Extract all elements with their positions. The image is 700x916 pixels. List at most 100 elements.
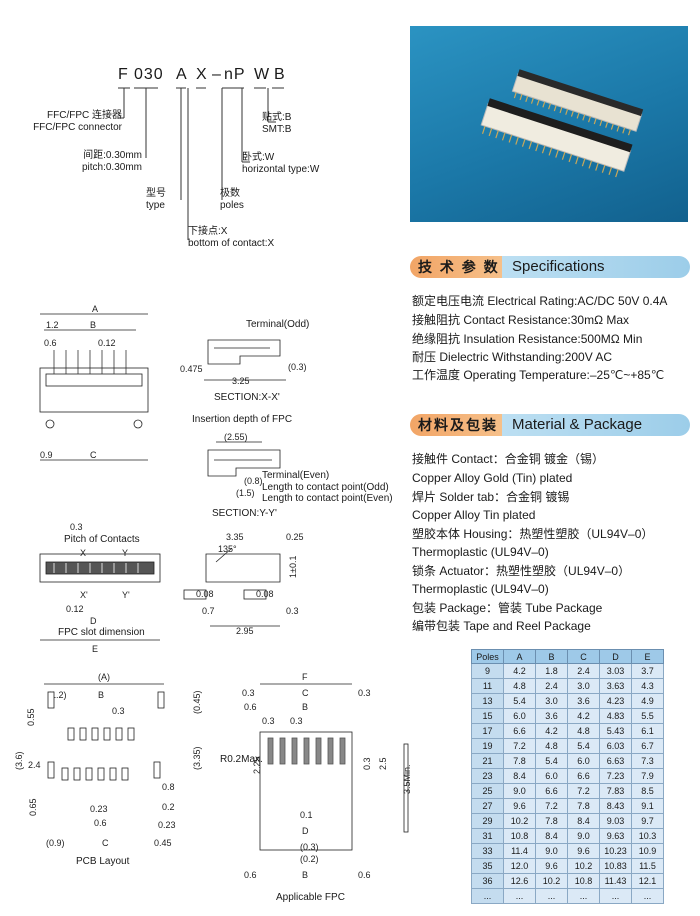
table-cell: 6.6 bbox=[535, 783, 568, 799]
label-horizontal-cn: 卧式:W bbox=[242, 152, 275, 163]
svg-text:0.08: 0.08 bbox=[196, 589, 214, 599]
svg-text:0.3: 0.3 bbox=[262, 716, 275, 726]
table-cell: 7.8 bbox=[503, 753, 536, 769]
label-len-even: Length to contact point(Even) bbox=[262, 493, 393, 504]
table-cell: 8.43 bbox=[599, 798, 632, 814]
table-cell: 4.3 bbox=[631, 678, 664, 694]
table-cell: 7.2 bbox=[567, 783, 600, 799]
table-cell: 35 bbox=[471, 858, 504, 874]
pn-pitch: 030 bbox=[134, 66, 164, 83]
label-horizontal: 卧式:W horizontal type:W bbox=[242, 152, 319, 176]
table-cell: 12.0 bbox=[503, 858, 536, 874]
table-cell: 10.2 bbox=[535, 873, 568, 889]
table-cell: 6.7 bbox=[631, 738, 664, 754]
svg-text:C: C bbox=[102, 838, 109, 848]
svg-text:(A): (A) bbox=[98, 672, 110, 682]
table-cell: 4.9 bbox=[631, 693, 664, 709]
table-cell: 10.23 bbox=[599, 843, 632, 859]
table-cell: 12.6 bbox=[503, 873, 536, 889]
table-cell: 3.0 bbox=[535, 693, 568, 709]
label-pcb-layout: PCB Layout bbox=[76, 856, 130, 867]
material-line: 锁条 Actuator：热塑性塑胶（UL94V–0） bbox=[412, 564, 631, 578]
side-view-drawing: 3.35 0.25 135° 1±0.1 0.08 0.08 0.7 0.3 2… bbox=[183, 532, 304, 636]
svg-text:Y: Y bbox=[122, 548, 128, 558]
material-header: 材料及包装 Material & Package bbox=[410, 414, 690, 436]
table-cell: 3.03 bbox=[599, 663, 632, 679]
label-pitch-of-contacts: Pitch of Contacts bbox=[64, 534, 140, 545]
specifications-header-en: Specifications bbox=[502, 256, 690, 278]
svg-text:3.25: 3.25 bbox=[232, 376, 250, 386]
product-photo bbox=[410, 26, 688, 222]
table-header-cell: Poles bbox=[471, 649, 504, 664]
label-section-yy: SECTION:Y-Y' bbox=[212, 508, 277, 519]
svg-text:(0.3): (0.3) bbox=[300, 842, 319, 852]
label-type-en: type bbox=[146, 200, 165, 211]
table-cell: 6.63 bbox=[599, 753, 632, 769]
pn-type: A bbox=[176, 66, 188, 83]
table-cell: 9.03 bbox=[599, 813, 632, 829]
section-xx-drawing: 3.25 0.475 (0.3) bbox=[180, 339, 307, 386]
table-cell: 8.4 bbox=[567, 813, 600, 829]
table-cell: 11.4 bbox=[503, 843, 536, 859]
label-applicable-fpc: Applicable FPC bbox=[276, 892, 345, 903]
table-cell: 10.8 bbox=[567, 873, 600, 889]
table-header-cell: C bbox=[567, 649, 600, 664]
connector-render bbox=[480, 69, 644, 178]
svg-text:(0.8): (0.8) bbox=[244, 476, 263, 486]
table-cell: 21 bbox=[471, 753, 504, 769]
svg-text:B: B bbox=[90, 320, 96, 330]
svg-text:0.2: 0.2 bbox=[162, 802, 175, 812]
table-cell: 8.5 bbox=[631, 783, 664, 799]
svg-text:0.23: 0.23 bbox=[90, 804, 108, 814]
svg-text:0.3: 0.3 bbox=[70, 522, 83, 532]
table-cell: 7.8 bbox=[535, 813, 568, 829]
table-header-cell: E bbox=[631, 649, 664, 664]
table-cell: 7.2 bbox=[503, 738, 536, 754]
svg-text:0.12: 0.12 bbox=[66, 604, 84, 614]
svg-text:3.35: 3.35 bbox=[226, 532, 244, 542]
label-pitch: 间距:0.30mm pitch:0.30mm bbox=[30, 150, 142, 174]
svg-text:0.6: 0.6 bbox=[358, 870, 371, 880]
svg-text:0.6: 0.6 bbox=[44, 338, 57, 348]
svg-text:2.95: 2.95 bbox=[236, 626, 254, 636]
table-cell: 9.6 bbox=[567, 843, 600, 859]
spec-line: 额定电压电流 Electrical Rating:AC/DC 50V 0.4A bbox=[412, 294, 668, 308]
label-poles: 极数 poles bbox=[220, 188, 244, 212]
svg-text:0.3: 0.3 bbox=[242, 688, 255, 698]
table-cell: 6.6 bbox=[503, 723, 536, 739]
svg-text:(1.2): (1.2) bbox=[48, 690, 67, 700]
pn-dash: – bbox=[212, 66, 222, 83]
label-contact-cn: 下接点:X bbox=[188, 226, 228, 237]
svg-text:2.25: 2.25 bbox=[252, 756, 262, 774]
table-cell: 25 bbox=[471, 783, 504, 799]
table-cell: 3.0 bbox=[567, 678, 600, 694]
table-cell: 7.3 bbox=[631, 753, 664, 769]
table-cell: ... bbox=[567, 888, 600, 904]
table-cell: 5.4 bbox=[535, 753, 568, 769]
table-cell: 5.43 bbox=[599, 723, 632, 739]
svg-text:(0.3): (0.3) bbox=[288, 362, 307, 372]
spec-line: 耐压 Dielectric Withstanding:200V AC bbox=[412, 350, 613, 364]
table-cell: 27 bbox=[471, 798, 504, 814]
label-insertion-depth: Insertion depth of FPC bbox=[192, 414, 293, 425]
front-view-drawing: 0.3 X Y X' Y' 0.12 D E bbox=[39, 522, 161, 654]
table-cell: 10.8 bbox=[503, 828, 536, 844]
label-series: FFC/FPC 连接器 FFC/FPC connector bbox=[10, 110, 122, 134]
table-cell: 8.4 bbox=[503, 768, 536, 784]
material-line: Thermoplastic (UL94V–0) bbox=[412, 582, 549, 596]
table-cell: 4.2 bbox=[567, 708, 600, 724]
label-poles-cn: 极数 bbox=[220, 188, 240, 199]
label-terminal-even: Terminal(Even) bbox=[262, 470, 330, 481]
table-cell: 11.5 bbox=[631, 858, 664, 874]
